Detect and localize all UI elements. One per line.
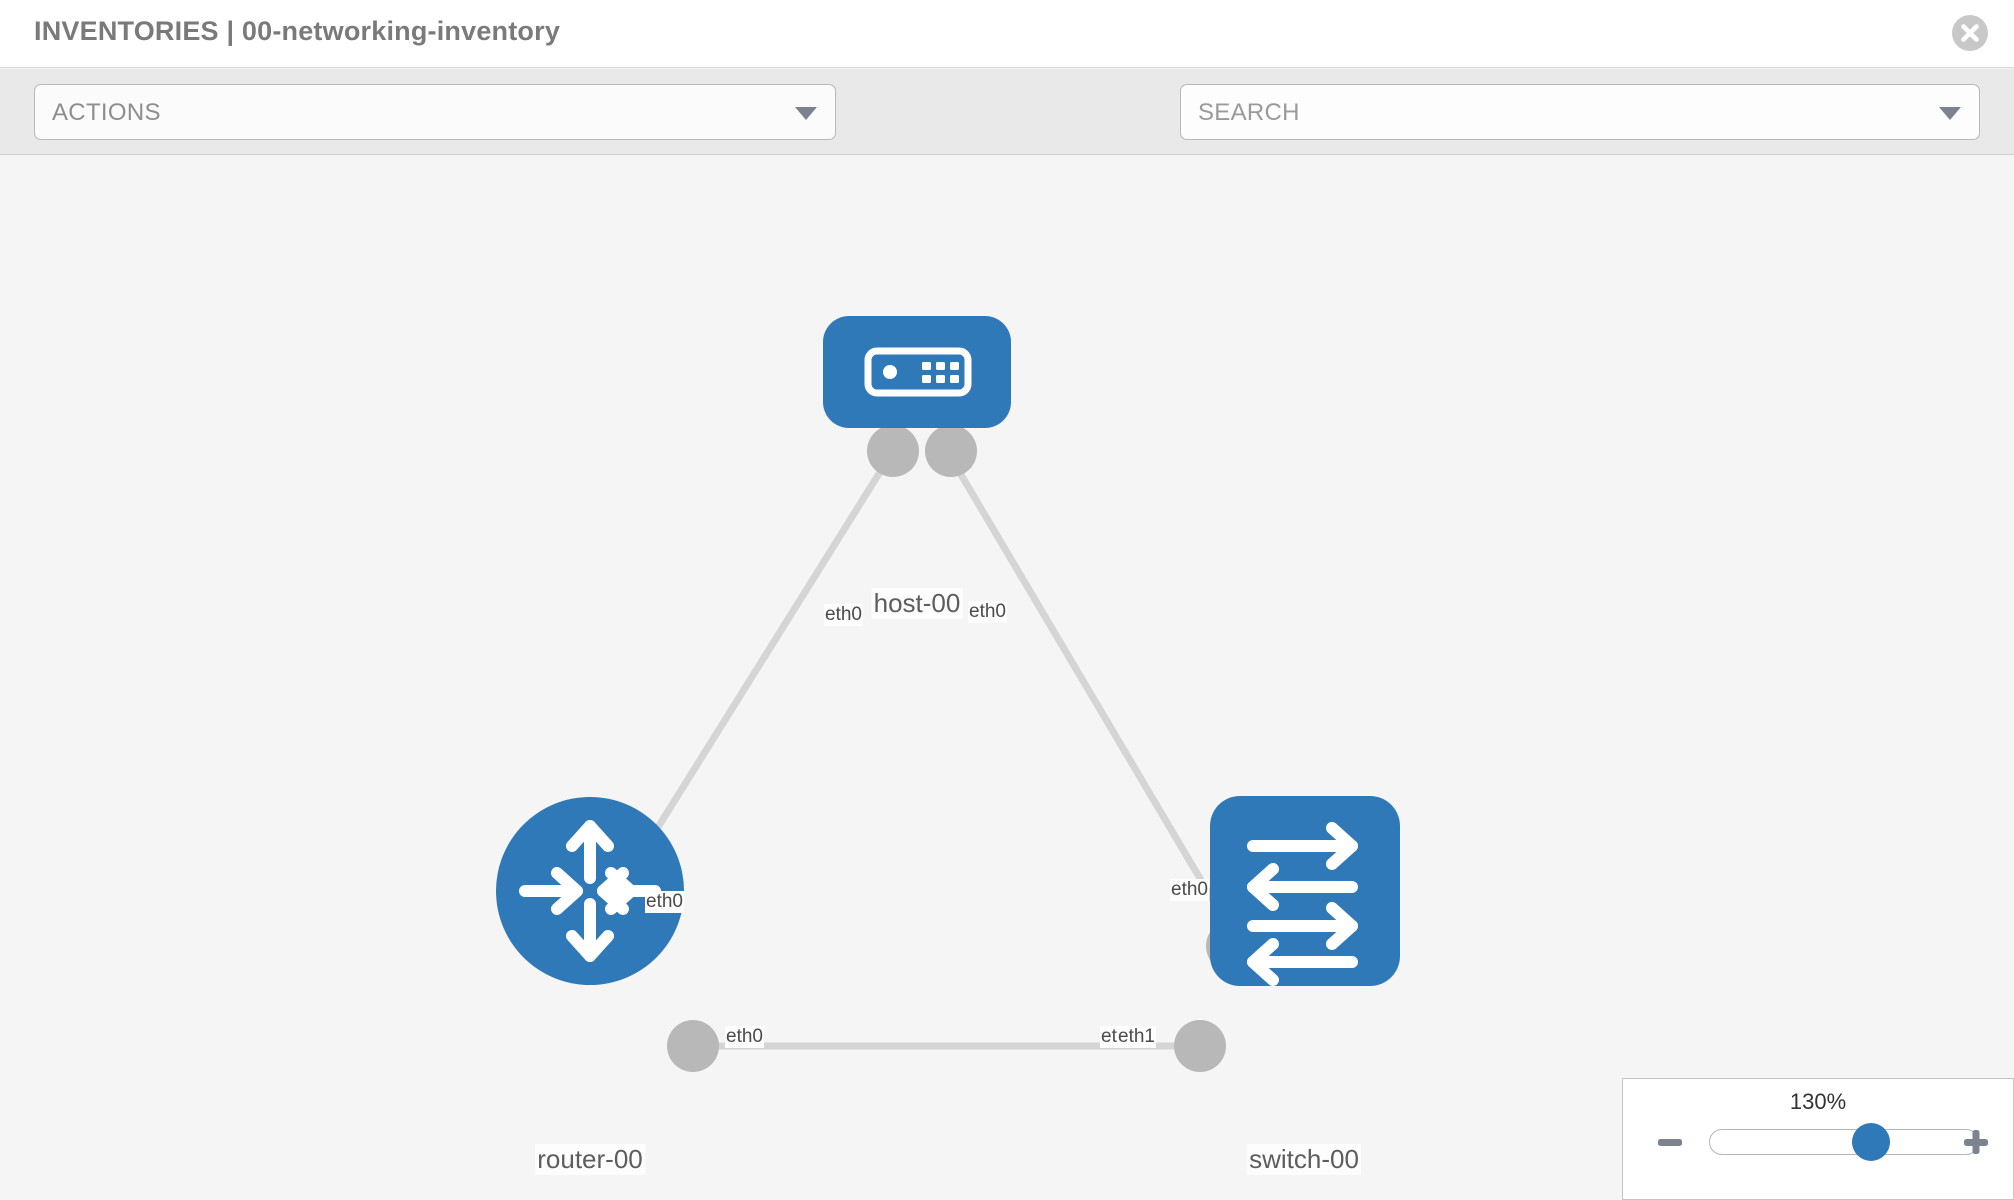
minus-icon[interactable] bbox=[1653, 1125, 1687, 1159]
page-title: INVENTORIES | 00-networking-inventory bbox=[34, 16, 561, 46]
zoom-slider[interactable] bbox=[1709, 1123, 1979, 1161]
port-nub bbox=[925, 425, 977, 477]
chevron-down-icon bbox=[795, 107, 817, 120]
iface-label: eth0 bbox=[824, 604, 863, 626]
node-router-00 bbox=[496, 797, 684, 985]
topology-canvas[interactable]: host-00 router-00 switch-00 eth0 eth0 et… bbox=[0, 156, 2014, 1200]
zoom-control-panel: 130% bbox=[1622, 1078, 2014, 1200]
port-nub bbox=[1174, 1020, 1226, 1072]
link-host-switch bbox=[946, 454, 1244, 948]
node-label-host: host-00 bbox=[871, 588, 963, 619]
iface-label: eth0 bbox=[725, 1026, 764, 1048]
port-nub bbox=[667, 1020, 719, 1072]
chevron-down-icon[interactable] bbox=[1939, 107, 1961, 120]
actions-dropdown-label: ACTIONS bbox=[52, 99, 161, 126]
port-nub bbox=[867, 425, 919, 477]
page-header: INVENTORIES | 00-networking-inventory bbox=[0, 0, 2014, 68]
topology-links bbox=[637, 454, 1244, 1050]
plus-icon[interactable] bbox=[1959, 1125, 1993, 1159]
actions-dropdown[interactable]: ACTIONS bbox=[34, 84, 836, 140]
zoom-slider-thumb[interactable] bbox=[1851, 1123, 1890, 1161]
zoom-level-value: 130% bbox=[1789, 1089, 1847, 1114]
node-label-switch: switch-00 bbox=[1247, 1144, 1361, 1175]
router-arrows-icon bbox=[519, 820, 661, 962]
iface-label: eth1 bbox=[1117, 1026, 1156, 1048]
iface-label: eth0 bbox=[1170, 879, 1209, 901]
node-host-00 bbox=[823, 316, 1011, 428]
search-placeholder: SEARCH bbox=[1198, 99, 1300, 126]
search-input[interactable]: SEARCH bbox=[1180, 84, 1980, 140]
toolbar: ACTIONS SEARCH bbox=[0, 69, 2014, 198]
switch-arrows-icon bbox=[1247, 822, 1358, 986]
close-icon[interactable] bbox=[1951, 14, 1989, 52]
link-host-router bbox=[637, 454, 893, 858]
iface-label: eth0 bbox=[968, 601, 1007, 623]
node-switch-00 bbox=[1210, 796, 1400, 986]
node-label-router: router-00 bbox=[535, 1144, 645, 1175]
server-icon bbox=[864, 347, 972, 397]
iface-label: eth0 bbox=[645, 891, 684, 913]
topology-ports bbox=[667, 425, 1258, 1072]
